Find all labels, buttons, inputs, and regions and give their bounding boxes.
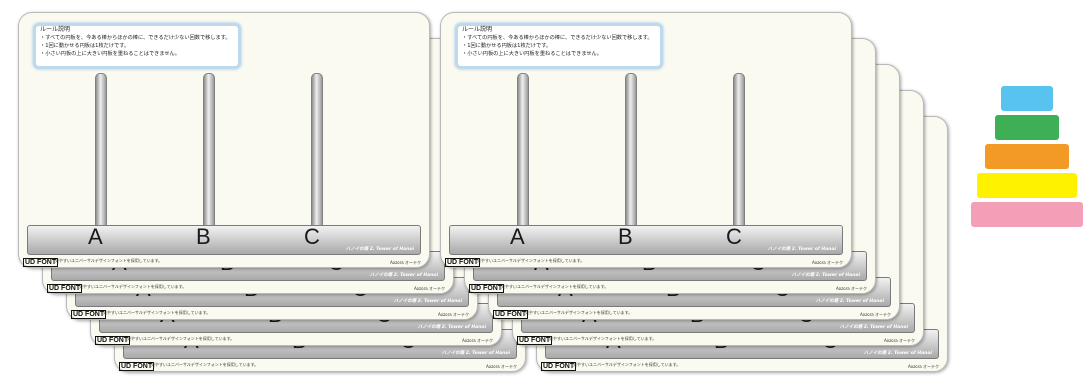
label-b: B (618, 224, 633, 250)
ud-font-logo: UD FONT (23, 259, 59, 266)
ud-font-note: 見やすいユニバーサルデザインフォントを採用しています。 (525, 310, 632, 316)
brand-logo: Aozora オーテク (438, 312, 469, 318)
ud-font-logo: UD FONT (517, 337, 553, 344)
rule-line-1: ・すべての円板を、今ある棒からほかの棒に、できるだけ少ない回数で移します。 (36, 34, 238, 42)
ud-font-note: 見やすいユニバーサルデザインフォントを採用しています。 (127, 336, 234, 342)
tower-piece-4 (977, 173, 1077, 198)
brand-logo: Aozora オーテク (908, 364, 939, 370)
brand-logo: Aozora オーテク (462, 338, 493, 344)
label-b: B (196, 224, 211, 250)
title-en: ハノイの塔 2. Tower of Hanoi (394, 298, 462, 304)
title-en: ハノイの塔 2. Tower of Hanoi (864, 350, 932, 356)
rule-line-1: ・すべての円板を、今ある棒からほかの棒に、できるだけ少ない回数で移します。 (458, 34, 660, 42)
ud-font-note: 見やすいユニバーサルデザインフォントを採用しています。 (151, 362, 258, 368)
tower-piece-2 (995, 115, 1059, 140)
ud-font-note: 見やすいユニバーサルデザインフォントを採用しています。 (501, 284, 608, 290)
board: A B C ハノイの塔 2. Tower of Hanoi UD FONT 見や… (18, 12, 430, 268)
tower-piece-3 (985, 144, 1069, 169)
rule-line-2: ・1回に動かせる円板は1枚だけです。 (458, 42, 660, 50)
title-en: ハノイの塔 2. Tower of Hanoi (370, 272, 438, 278)
title-en: ハノイの塔 2. Tower of Hanoi (442, 350, 510, 356)
label-a: A (510, 224, 525, 250)
label-c: C (304, 224, 320, 250)
base: A B C ハノイの塔 2. Tower of Hanoi (449, 225, 843, 255)
ud-font-note: 見やすいユニバーサルデザインフォントを採用しています。 (573, 362, 680, 368)
rules-box: ルール説明 ・すべての円板を、今ある棒からほかの棒に、できるだけ少ない回数で移し… (455, 23, 663, 69)
peg-c (733, 73, 745, 227)
brand-logo: Aozora オーテク (812, 260, 843, 266)
brand-logo: Aozora オーテク (414, 286, 445, 292)
peg-b (203, 73, 215, 227)
ud-font-note: 見やすいユニバーサルデザインフォントを採用しています。 (55, 258, 162, 264)
ud-font-logo: UD FONT (469, 285, 505, 292)
tower-piece-1 (1001, 86, 1053, 111)
label-c: C (726, 224, 742, 250)
ud-font-note: 見やすいユニバーサルデザインフォントを採用しています。 (549, 336, 656, 342)
title-en: ハノイの塔 2. Tower of Hanoi (346, 246, 414, 252)
rules-box: ルール説明 ・すべての円板を、今ある棒からほかの棒に、できるだけ少ない回数で移し… (33, 23, 241, 69)
title-en: ハノイの塔 2. Tower of Hanoi (768, 246, 836, 252)
peg-a (517, 73, 529, 227)
brand-logo: Aozora オーテク (884, 338, 915, 344)
ud-font-logo: UD FONT (493, 311, 529, 318)
brand-logo: Aozora オーテク (860, 312, 891, 318)
ud-font-logo: UD FONT (445, 259, 481, 266)
ud-font-logo: UD FONT (47, 285, 83, 292)
board: A B C ハノイの塔 2. Tower of Hanoi UD FONT 見や… (440, 12, 852, 268)
rules-heading: ルール説明 (36, 26, 238, 34)
rule-line-3: ・小さい円板の上に大きい円板を重ねることはできません。 (36, 50, 238, 58)
ud-font-logo: UD FONT (119, 363, 155, 370)
title-en: ハノイの塔 2. Tower of Hanoi (816, 298, 884, 304)
ud-font-logo: UD FONT (71, 311, 107, 318)
brand-logo: Aozora オーテク (390, 260, 421, 266)
rule-line-2: ・1回に動かせる円板は1枚だけです。 (36, 42, 238, 50)
ud-font-logo: UD FONT (541, 363, 577, 370)
ud-font-note: 見やすいユニバーサルデザインフォントを採用しています。 (477, 258, 584, 264)
peg-a (95, 73, 107, 227)
base: A B C ハノイの塔 2. Tower of Hanoi (27, 225, 421, 255)
ud-font-note: 見やすいユニバーサルデザインフォントを採用しています。 (79, 284, 186, 290)
title-en: ハノイの塔 2. Tower of Hanoi (418, 324, 486, 330)
rules-heading: ルール説明 (458, 26, 660, 34)
rule-line-3: ・小さい円板の上に大きい円板を重ねることはできません。 (458, 50, 660, 58)
peg-b (625, 73, 637, 227)
ud-font-logo: UD FONT (95, 337, 131, 344)
tower-piece-5 (971, 202, 1083, 227)
brand-logo: Aozora オーテク (486, 364, 517, 370)
label-a: A (88, 224, 103, 250)
title-en: ハノイの塔 2. Tower of Hanoi (840, 324, 908, 330)
brand-logo: Aozora オーテク (836, 286, 867, 292)
title-en: ハノイの塔 2. Tower of Hanoi (792, 272, 860, 278)
ud-font-note: 見やすいユニバーサルデザインフォントを採用しています。 (103, 310, 210, 316)
peg-c (311, 73, 323, 227)
